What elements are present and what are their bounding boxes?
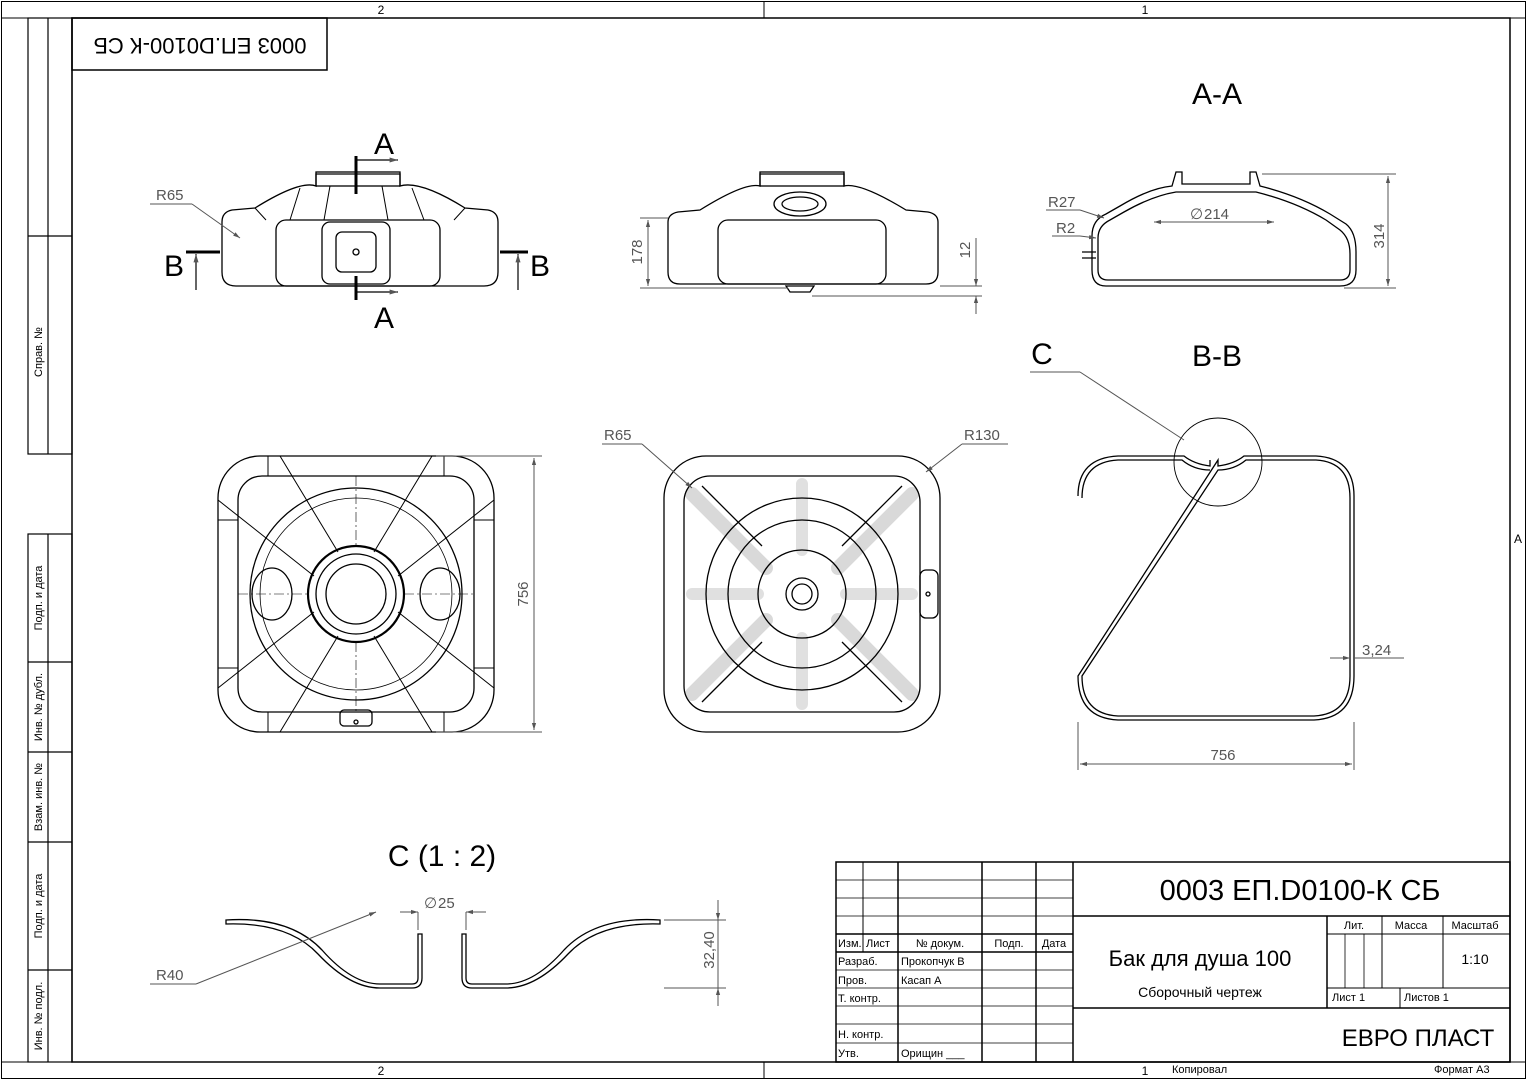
section-line-aa [186,156,528,300]
side-dimensions [640,217,982,314]
zone-label-bottom-right: 1 [1142,1064,1149,1078]
top-view-size: 756 [515,581,532,606]
strip-vzam-inv: Взам. инв. № [33,763,45,831]
detail-c-diameter: 25 [438,895,455,912]
title-designation: 0003 ЕП.D0100-К СБ [1160,875,1441,907]
name-prov: Касап А [901,975,942,987]
name-razrab: Прокопчук В [901,956,965,968]
section-bb-width: 756 [1210,747,1235,764]
title-product-name: Бак для душа 100 [1109,946,1292,971]
zone-label-right: A [1514,532,1522,546]
stamp-box: 0003 ЕП.D0100-К СБ [71,17,328,71]
footer-copied: Копировал [1172,1064,1227,1076]
role-n-kontr: Н. контр. [838,1029,883,1041]
label-lit: Лит. [1344,920,1364,932]
section-bb-title: B-B [1192,340,1242,373]
header-izm: Изм. [838,938,862,950]
zone-label-bottom-left: 2 [378,1064,385,1078]
section-aa-view [1082,171,1357,287]
detail-c-radius: R40 [156,967,184,984]
footer-format: Формат А3 [1434,1064,1490,1076]
section-aa-dimensions [1046,173,1396,289]
bottom-radius-small: R65 [604,427,632,444]
role-prov: Пров. [838,975,867,987]
section-aa-diameter-symbol: ∅ [1190,206,1203,223]
sheet-count: Листов 1 [1404,992,1449,1004]
front-radius-label: R65 [156,187,184,204]
title-doc-type: Сборочный чертеж [1138,984,1262,1000]
strip-podp-data-1: Подп. и дата [33,565,45,631]
section-label-b-left: B [164,250,184,283]
zone-label-top-right: 1 [1142,3,1149,17]
section-bb-view [1077,417,1355,721]
strip-inv-podl: Инв. № подл. [33,982,45,1051]
section-aa-height: 314 [1371,223,1388,248]
front-radius-leader: R65 [150,187,241,239]
side-height-label: 178 [629,239,646,264]
scale-value: 1:10 [1461,951,1488,967]
cut-label-a-top: A [374,128,394,161]
label-masshtab: Масштаб [1451,920,1498,932]
header-data: Дата [1042,938,1067,950]
detail-c-height: 32,40 [701,931,718,969]
role-utv: Утв. [838,1048,859,1060]
detail-c-title: C (1 : 2) [388,840,496,873]
detail-c-diameter-symbol: ∅ [424,895,437,912]
header-podp: Подп. [994,938,1023,950]
front-view [221,171,499,287]
section-aa-r-outer: R27 [1048,194,1076,211]
bottom-view-leaders [602,443,1008,489]
strip-sprav: Справ. № [33,327,45,377]
section-aa-r-inner: R2 [1056,220,1075,237]
bottom-radius-large: R130 [964,427,1000,444]
detail-c-view [225,918,661,989]
label-massa: Масса [1395,920,1428,932]
role-t-kontr: Т. контр. [838,993,881,1005]
title-block [835,861,1511,1063]
side-offset-label: 12 [957,242,974,259]
header-doc-no: № докум. [916,938,964,950]
section-aa-diameter: 214 [1204,206,1229,223]
left-strip [27,17,73,1063]
stamp-code: 0003 ЕП.D0100-К СБ [93,33,306,58]
top-view [217,455,495,733]
detail-c-dimensions [150,900,726,1006]
strip-inv-dubl: Инв. № дубл. [33,673,45,741]
section-label-b-right: B [530,250,550,283]
title-company: ЕВРО ПЛАСТ [1342,1025,1495,1052]
zone-label-top-left: 2 [378,3,385,17]
bottom-view [663,455,941,733]
role-razrab: Разраб. [838,956,878,968]
section-bb-gap: 3,24 [1362,642,1391,659]
strip-podp-data-2: Подп. и дата [33,873,45,939]
name-utv: Орищин ___ [901,1048,965,1060]
cut-label-a-bottom: A [374,302,394,335]
section-aa-title: A-A [1192,78,1242,111]
section-bb-dimensions [1030,371,1404,770]
top-view-dimension [436,455,542,733]
sheet-number: Лист 1 [1332,992,1365,1004]
header-list: Лист [866,938,890,950]
side-view [667,171,939,293]
detail-c-marker: C [1031,338,1053,371]
